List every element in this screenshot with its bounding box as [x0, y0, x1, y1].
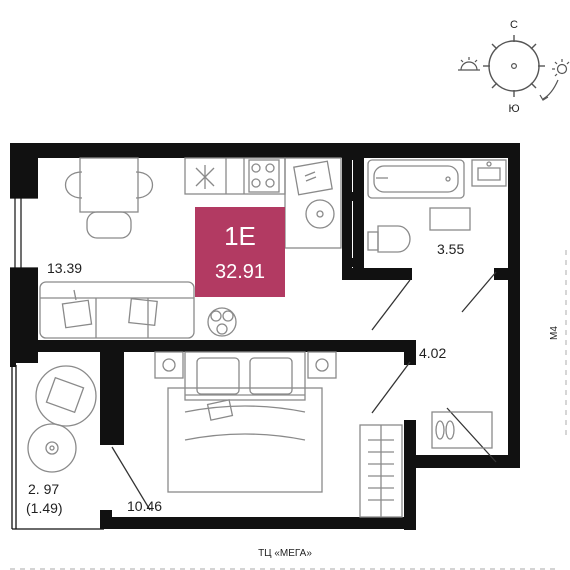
sofa: [39, 281, 195, 339]
bedroom-area: 10.46: [127, 498, 162, 514]
compass-south-label: Ю: [508, 103, 519, 115]
toilet: [367, 225, 411, 253]
nightstand-left: [154, 351, 184, 379]
bathtub: [367, 159, 465, 199]
balcony-area: 2. 97: [28, 481, 59, 497]
dining-table: [79, 157, 139, 213]
hallway-area: 4.02: [419, 345, 446, 361]
plant-icon: [207, 307, 237, 337]
washing-machine: [429, 207, 471, 231]
bathroom-area: 3.55: [437, 241, 464, 257]
apartment-area-label: 32.91: [215, 261, 265, 283]
furniture: [27, 157, 507, 518]
balcony-armchair: [35, 365, 97, 427]
balcony-outline: [11, 365, 104, 530]
apartment-badge: 1Е 32.91: [195, 207, 285, 297]
nightstand-right: [307, 351, 337, 379]
bath-sink: [471, 159, 507, 187]
landmark-label: ТЦ «МЕГА»: [258, 548, 312, 559]
door-swings: [111, 271, 497, 511]
sunrise-icon: [552, 59, 570, 77]
sun-path-arrow-icon: [542, 79, 559, 100]
road-label: М4: [549, 326, 560, 340]
bed: [167, 387, 323, 493]
room-labels: 13.39 3.55 4.02 10.46 2. 97 (1.49): [26, 241, 464, 516]
balcony-round-table: [27, 423, 77, 473]
compass: С Ю: [458, 19, 570, 115]
shoe-mat: [431, 411, 493, 449]
windows: [10, 197, 38, 269]
walls: [10, 143, 520, 530]
balcony-reduced-area: (1.49): [26, 500, 63, 516]
right-road-marker: М4: [549, 250, 567, 440]
bottom-landmark: ТЦ «МЕГА»: [10, 548, 560, 570]
compass-north-label: С: [510, 19, 518, 31]
apartment-type-label: 1Е: [224, 221, 256, 251]
kitchen-living-area: 13.39: [47, 260, 82, 276]
sunset-icon: [458, 57, 480, 71]
